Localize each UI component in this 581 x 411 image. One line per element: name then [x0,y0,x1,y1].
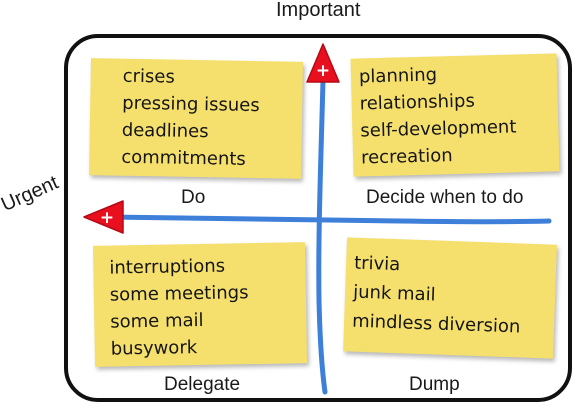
important-arrow-icon: + [306,43,340,83]
urgent-arrow-plus: + [100,208,114,228]
important-axis-line [316,77,328,395]
important-axis-title: Important [276,0,361,21]
quadrant-label-do: Do [181,187,206,208]
quadrant-label-dump: Dump [409,374,460,395]
matrix-frame [64,34,572,402]
quadrant-label-delegate: Delegate [164,374,241,395]
important-arrow-plus: + [316,61,330,81]
quadrant-label-decide: Decide when to do [366,187,524,208]
urgent-arrow-icon: + [83,200,124,234]
urgent-axis-line [105,214,552,225]
